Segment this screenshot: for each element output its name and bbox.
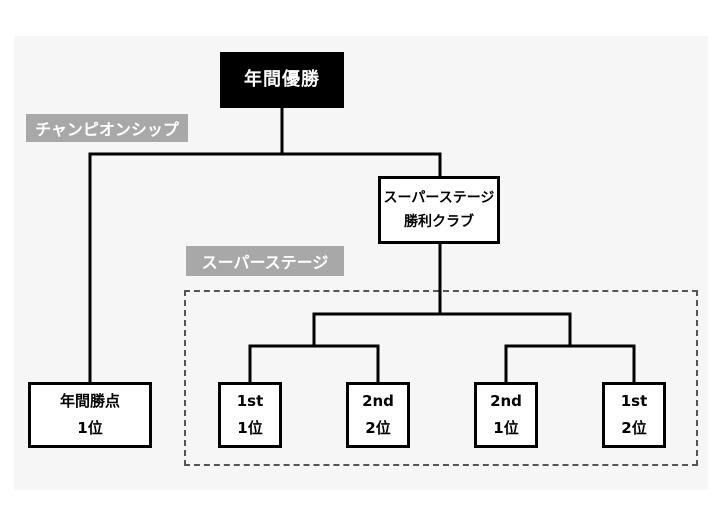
annual-points-box: 年間勝点 1位 bbox=[28, 382, 152, 448]
stage-slot-stage: 2nd bbox=[362, 392, 394, 410]
stage-slot-box: 1st 1位 bbox=[218, 382, 282, 448]
super-stage-winner-line2: 勝利クラブ bbox=[404, 214, 474, 230]
stage-slot-rank: 1位 bbox=[237, 419, 263, 437]
stage-slot-box: 2nd 2位 bbox=[346, 382, 410, 448]
stage-slot-stage: 1st bbox=[620, 392, 648, 410]
championship-label: チャンピオンシップ bbox=[35, 120, 179, 139]
super-stage-tag: スーパーステージ bbox=[186, 246, 344, 276]
super-stage-label: スーパーステージ bbox=[201, 253, 329, 272]
stage-slot-stage: 1st bbox=[236, 392, 264, 410]
annual-champion-box: 年間優勝 bbox=[220, 52, 344, 108]
annual-champion-label: 年間優勝 bbox=[244, 69, 320, 90]
super-stage-winner-line1: スーパーステージ bbox=[383, 190, 495, 206]
stage-slot-stage: 2nd bbox=[490, 392, 522, 410]
annual-points-line2: 1位 bbox=[77, 419, 103, 437]
stage-slot-box: 2nd 1位 bbox=[474, 382, 538, 448]
stage-slot-rank: 2位 bbox=[621, 419, 647, 437]
super-stage-winner-box: スーパーステージ 勝利クラブ bbox=[378, 176, 500, 244]
stage-slot-box: 1st 2位 bbox=[602, 382, 666, 448]
stage-slot-rank: 2位 bbox=[365, 419, 391, 437]
championship-tag: チャンピオンシップ bbox=[26, 114, 188, 142]
annual-points-line1: 年間勝点 bbox=[59, 392, 120, 410]
stage-slot-rank: 1位 bbox=[493, 419, 519, 437]
